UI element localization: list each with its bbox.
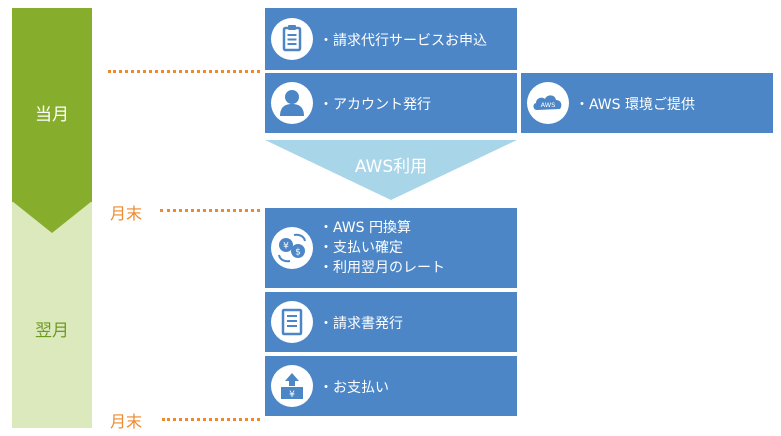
step-conversion-box: ¥ $ ・AWS 円換算 ・支払い確定 ・利用翌月のレート <box>265 208 517 288</box>
dotted-connector-month-end-2 <box>162 418 260 421</box>
step-payment-text: ・お支払い <box>319 380 389 396</box>
timeline-current-month-band <box>12 8 92 202</box>
step-invoice-box: ・請求書発行 <box>265 292 517 352</box>
step-payment-box: ¥ ・お支払い <box>265 356 517 416</box>
document-icon <box>271 301 313 343</box>
svg-text:¥: ¥ <box>283 242 289 252</box>
next-month-label: 翌月 <box>35 321 69 341</box>
step-apply-text: ・請求代行サービスお申込 <box>319 33 487 49</box>
step-account-box: ・アカウント発行 <box>265 73 517 133</box>
timeline-arrow <box>12 201 92 233</box>
step-apply-box: ・請求代行サービスお申込 <box>265 8 517 70</box>
svg-text:$: $ <box>295 248 301 258</box>
current-month-label: 当月 <box>35 105 69 125</box>
step-aws-provide-text: ・AWS 環境ご提供 <box>575 97 695 113</box>
timeline-next-month-band <box>12 202 92 428</box>
aws-usage-label: AWS利用 <box>354 157 428 177</box>
svg-text:¥: ¥ <box>289 390 295 400</box>
clipboard-icon <box>271 18 313 60</box>
month-end-label-2: 月末 <box>110 412 143 431</box>
aws-badge-text: AWS <box>541 101 556 109</box>
conversion-item-2: ・支払い確定 <box>319 240 403 256</box>
step-account-text: ・アカウント発行 <box>319 97 431 113</box>
aws-usage-funnel <box>265 140 517 200</box>
step-invoice-text: ・請求書発行 <box>319 316 403 332</box>
month-end-label-1: 月末 <box>110 204 143 223</box>
user-icon <box>271 82 313 124</box>
step-conversion-text: ・AWS 円換算 ・支払い確定 ・利用翌月のレート <box>319 218 445 278</box>
yen-upload-icon: ¥ <box>271 365 313 407</box>
dotted-connector-current <box>108 70 260 73</box>
dotted-connector-month-end-1 <box>160 209 260 212</box>
aws-cloud-icon: AWS <box>527 82 569 124</box>
step-aws-provide-box: AWS ・AWS 環境ご提供 <box>521 73 773 133</box>
currency-exchange-icon: ¥ $ <box>271 227 313 269</box>
conversion-item-1: ・AWS 円換算 <box>319 220 411 236</box>
conversion-item-3: ・利用翌月のレート <box>319 260 445 276</box>
